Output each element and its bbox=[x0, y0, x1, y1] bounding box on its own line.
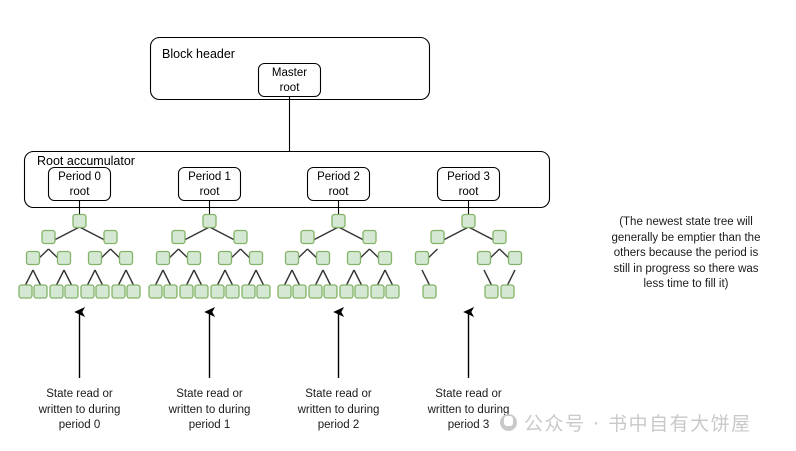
master-root-label: Master root bbox=[271, 67, 308, 94]
caption-period-3: State read or written to during period 3 bbox=[427, 388, 510, 432]
root-accumulator-label: Root accumulator bbox=[37, 154, 135, 168]
state-tree-period-0-nodes bbox=[18, 213, 141, 299]
caption-period-1: State read or written to during period 1 bbox=[168, 388, 251, 432]
period-3-root-label: Period 3 root bbox=[447, 171, 490, 198]
state-tree-period-2-nodes bbox=[277, 213, 400, 299]
block-header-label: Block header bbox=[162, 47, 235, 61]
root-accumulator-box bbox=[23, 150, 551, 209]
caption-period-0: State read or written to during period 0 bbox=[38, 388, 121, 432]
caption-period-2: State read or written to during period 2 bbox=[297, 388, 380, 432]
side-note: (The newest state tree will generally be… bbox=[611, 216, 761, 291]
state-tree-period-1-nodes bbox=[148, 213, 271, 299]
period-2-root-label: Period 2 root bbox=[317, 171, 360, 198]
state-tree-period-3-nodes bbox=[414, 213, 523, 299]
period-0-root-label: Period 0 root bbox=[58, 171, 101, 198]
period-1-root-label: Period 1 root bbox=[188, 171, 231, 198]
